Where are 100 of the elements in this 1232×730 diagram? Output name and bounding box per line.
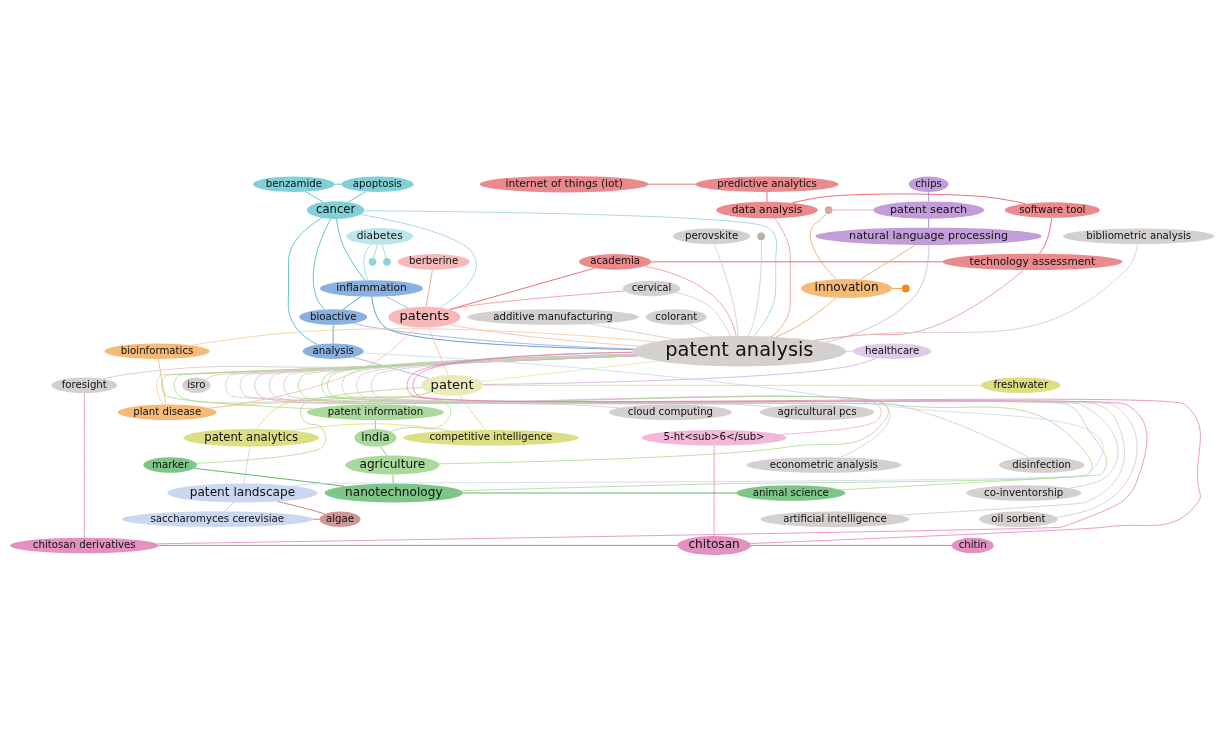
node-ellipse: isro bbox=[182, 377, 211, 393]
connector bbox=[332, 324, 334, 344]
node-ellipse: cloud computing bbox=[609, 403, 732, 420]
connector bbox=[928, 191, 929, 202]
connector bbox=[713, 444, 715, 536]
connector bbox=[449, 323, 640, 346]
node-ellipse: chitosan bbox=[677, 535, 751, 555]
node-circle bbox=[901, 284, 910, 292]
connector bbox=[747, 239, 762, 336]
node-ellipse: patent information bbox=[306, 403, 444, 420]
connector bbox=[158, 544, 678, 546]
connector bbox=[449, 290, 625, 310]
connector bbox=[459, 394, 486, 430]
connector bbox=[209, 326, 417, 408]
node-ellipse: freshwater bbox=[980, 377, 1061, 393]
node-ellipse: innovation bbox=[800, 278, 893, 298]
node-ellipse: agricultural pcs bbox=[759, 403, 875, 420]
node-ellipse: berberine bbox=[397, 253, 470, 270]
connector bbox=[342, 295, 362, 310]
connector bbox=[277, 500, 326, 514]
connector bbox=[392, 473, 394, 484]
connector bbox=[675, 291, 732, 336]
connector bbox=[775, 296, 837, 337]
connector bbox=[305, 190, 324, 202]
node-ellipse: foresight bbox=[51, 377, 118, 393]
node-ellipse: colorant bbox=[645, 308, 707, 325]
node-ellipse: agriculture bbox=[345, 455, 440, 475]
connector bbox=[239, 354, 774, 408]
node-ellipse: econometric analysis bbox=[746, 456, 902, 473]
connector bbox=[283, 354, 1030, 458]
connector bbox=[194, 467, 345, 487]
connector bbox=[650, 260, 943, 262]
node-ellipse: patents bbox=[388, 306, 461, 327]
node-ellipse: academia bbox=[579, 253, 652, 270]
connector bbox=[364, 209, 777, 336]
node-ellipse: patent landscape bbox=[167, 483, 318, 502]
connector bbox=[792, 193, 1026, 204]
connector bbox=[766, 191, 768, 202]
connector bbox=[381, 243, 387, 258]
node-ellipse: saccharomyces cerevisiae bbox=[121, 510, 313, 527]
connector bbox=[1039, 217, 1053, 254]
node-ellipse: patent bbox=[420, 374, 484, 396]
node-ellipse: benzamide bbox=[253, 175, 335, 192]
node-circle bbox=[824, 205, 833, 214]
connector bbox=[157, 358, 167, 405]
node-circle bbox=[383, 257, 391, 266]
connector bbox=[462, 492, 737, 493]
connector bbox=[891, 287, 903, 289]
node-ellipse: bioactive bbox=[299, 308, 368, 325]
node-ellipse: chitin bbox=[951, 537, 994, 553]
node-ellipse: patent search bbox=[873, 200, 985, 219]
connector bbox=[353, 322, 635, 349]
node-ellipse: nanotechnology bbox=[324, 483, 464, 502]
node-ellipse: co-inventorship bbox=[966, 484, 1082, 501]
node-ellipse: predictive analytics bbox=[695, 175, 839, 192]
node-circle bbox=[757, 231, 766, 240]
connector bbox=[750, 544, 953, 546]
connector bbox=[360, 213, 477, 308]
connector bbox=[287, 217, 322, 345]
connector bbox=[336, 218, 366, 281]
connector bbox=[928, 217, 929, 228]
node-ellipse: artificial intelligence bbox=[760, 510, 910, 527]
connector bbox=[770, 217, 791, 337]
connector bbox=[714, 243, 739, 336]
connector bbox=[312, 218, 332, 310]
connector bbox=[482, 357, 877, 385]
node-ellipse: marker bbox=[143, 456, 197, 473]
node-ellipse: patent analysis bbox=[632, 335, 846, 366]
connector bbox=[348, 190, 366, 202]
node-ellipse: internet of things (iot) bbox=[479, 175, 649, 192]
node-ellipse: patent analytics bbox=[183, 428, 320, 447]
node-ellipse: cervical bbox=[622, 280, 681, 296]
node-ellipse: bioinformatics bbox=[104, 342, 210, 359]
connector bbox=[380, 445, 387, 456]
connector bbox=[825, 244, 930, 343]
connector bbox=[373, 243, 378, 258]
connector bbox=[191, 327, 656, 346]
node-circle bbox=[368, 257, 377, 266]
connector bbox=[412, 351, 1201, 544]
connector bbox=[648, 183, 696, 185]
node-ellipse: analysis bbox=[302, 342, 364, 359]
node-ellipse: perovskite bbox=[672, 228, 751, 244]
node-ellipse: india bbox=[354, 428, 397, 447]
node-ellipse: technology assessment bbox=[942, 253, 1123, 270]
node-ellipse: software tool bbox=[1004, 201, 1100, 218]
node-ellipse: natural language processing bbox=[815, 227, 1042, 245]
node-ellipse: animal science bbox=[736, 484, 846, 501]
connector bbox=[196, 386, 422, 464]
node-ellipse: apoptosis bbox=[341, 175, 414, 192]
connector bbox=[375, 419, 376, 429]
node-ellipse: bibliometric analysis bbox=[1063, 228, 1215, 244]
connector bbox=[688, 323, 713, 337]
connector bbox=[480, 360, 659, 382]
node-ellipse: cancer bbox=[306, 200, 365, 219]
connector bbox=[589, 323, 675, 340]
node-ellipse: competitive intelligence bbox=[403, 429, 579, 446]
connector bbox=[813, 243, 1139, 341]
node-ellipse: data analysis bbox=[716, 201, 818, 218]
node-ellipse: oil sorbent bbox=[979, 510, 1058, 527]
connector bbox=[83, 392, 85, 538]
